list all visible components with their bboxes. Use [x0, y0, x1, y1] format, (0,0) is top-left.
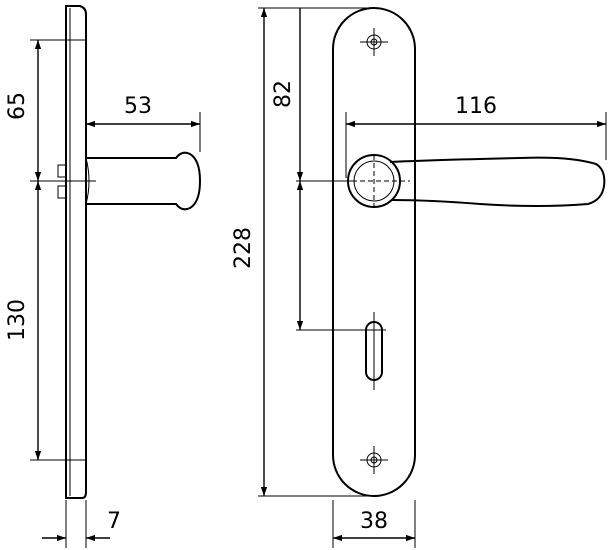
- side-view: 65 130 53 7: [5, 5, 202, 548]
- top-screw-icon: [360, 28, 388, 56]
- side-stud-upper: [57, 164, 67, 178]
- dim-65-label: 65: [5, 92, 30, 120]
- dim-228-label: 228: [231, 227, 256, 269]
- side-stud-lower: [57, 185, 67, 199]
- dim-116-label: 116: [455, 94, 497, 119]
- bottom-screw-icon: [360, 446, 388, 474]
- dim-53-label: 53: [124, 94, 152, 119]
- front-handle: [347, 154, 606, 208]
- front-view: 228 82 116 38: [231, 7, 607, 548]
- dim-82-label: 82: [271, 80, 296, 108]
- front-plate-outline: [332, 7, 416, 497]
- dim-7-label: 7: [107, 509, 121, 534]
- side-plate-outline: [65, 5, 87, 499]
- side-handle: [86, 151, 202, 211]
- dim-38-label: 38: [360, 509, 388, 534]
- dim-130-label: 130: [5, 299, 30, 341]
- keyhole-icon: [362, 312, 386, 390]
